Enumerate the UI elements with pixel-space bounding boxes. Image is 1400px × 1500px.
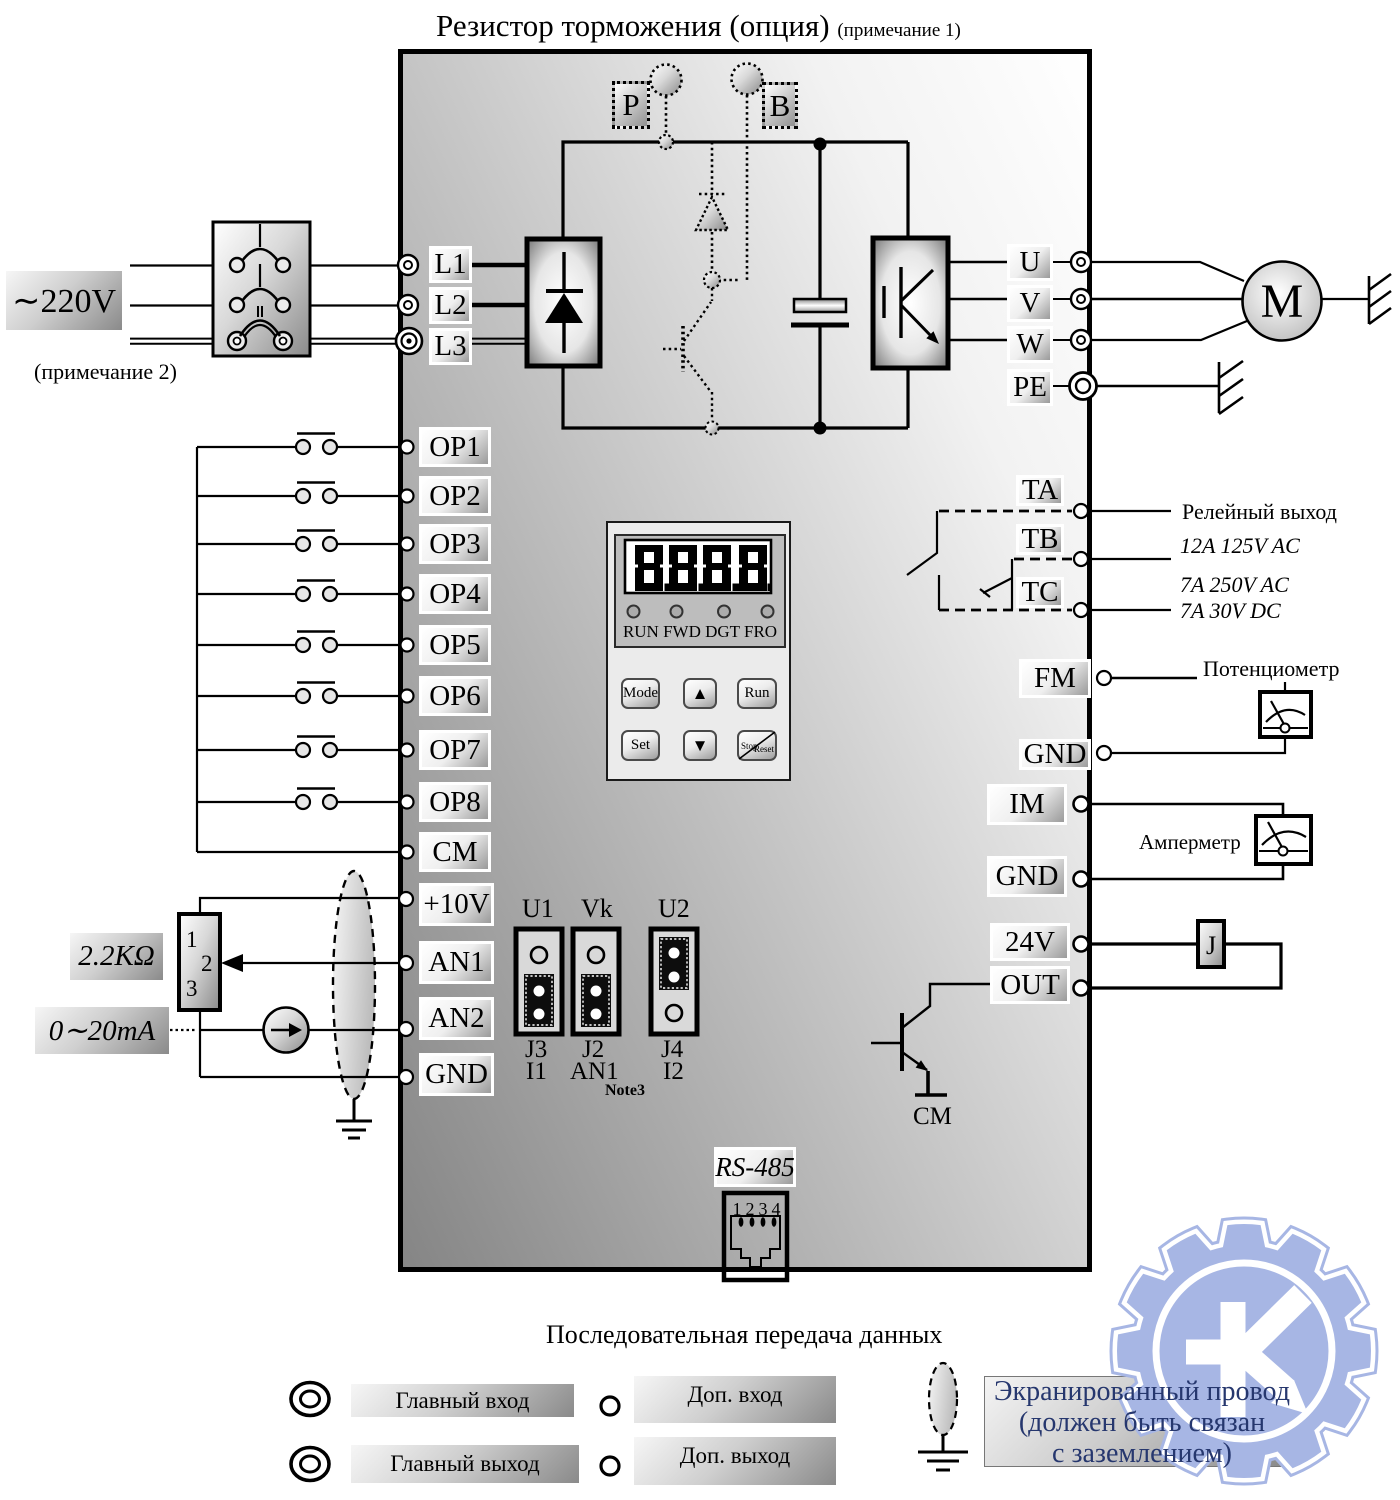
svg-text:1: 1 (186, 927, 198, 952)
svg-text:M: M (1261, 275, 1304, 328)
svg-text:3: 3 (186, 976, 198, 1001)
svg-text:J: J (1206, 931, 1216, 960)
svg-text:2: 2 (201, 951, 213, 976)
